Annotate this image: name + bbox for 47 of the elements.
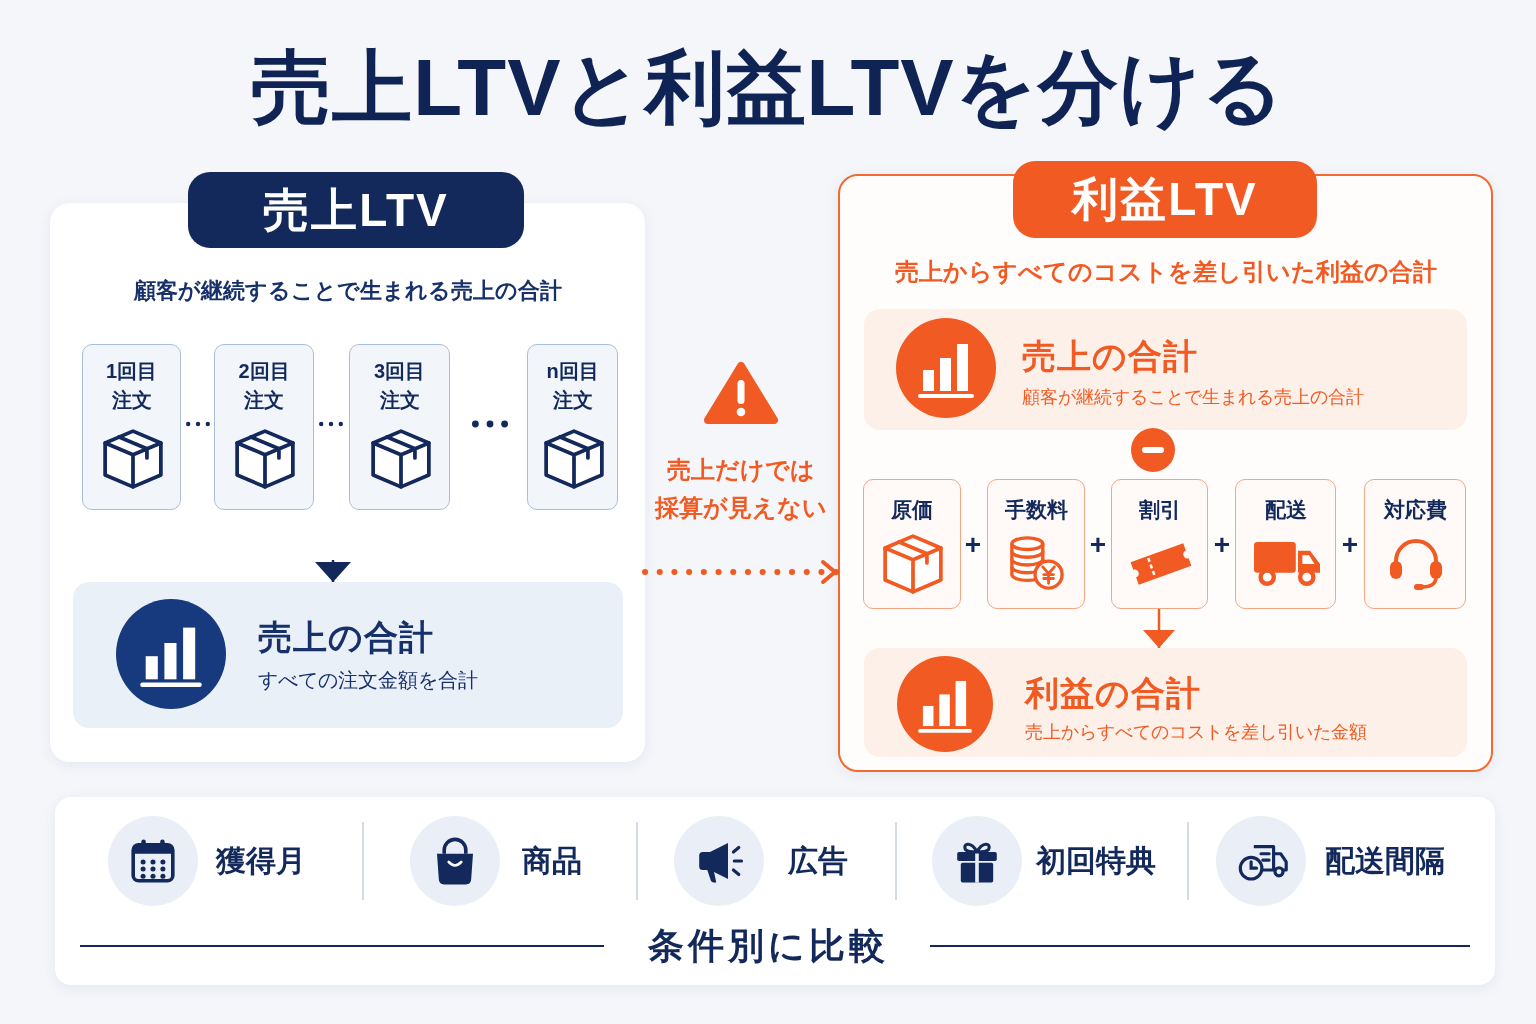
total-panel xyxy=(73,582,623,728)
plus-sign: + xyxy=(1213,529,1231,561)
edge-label: 売上だけでは採算が見えない xyxy=(655,455,827,523)
order-label: 3回目注文 xyxy=(372,359,427,413)
section-heading: 条件別に比較 xyxy=(647,924,889,968)
condition-label: 広告 xyxy=(788,843,848,879)
total-heading: 利益の合計 xyxy=(1025,673,1201,714)
total-description: 顧客が継続することで生まれる売上の合計 xyxy=(1022,386,1364,409)
diagram-title: 売上LTVと利益LTVを分ける xyxy=(251,42,1285,134)
dotted-arrow xyxy=(642,560,841,584)
cost-label: 配送 xyxy=(1264,497,1307,523)
panel-title-tab: 利益LTV xyxy=(1013,161,1317,238)
order-card xyxy=(349,344,450,510)
cost-label: 割引 xyxy=(1138,497,1181,523)
panel-subtitle: 顧客が継続することで生まれる売上の合計 xyxy=(133,277,562,305)
order-label: 2回目注文 xyxy=(237,359,291,413)
total-panel xyxy=(864,309,1467,430)
cost-label: 対応費 xyxy=(1383,497,1447,523)
cost-card xyxy=(1235,479,1336,609)
plus-sign: + xyxy=(1089,529,1107,561)
cost-card xyxy=(987,479,1085,609)
order-card xyxy=(527,344,618,510)
total-description: 売上からすべてのコストを差し引いた金額 xyxy=(1025,721,1367,744)
cost-label: 手数料 xyxy=(1004,497,1068,523)
conditions-panel xyxy=(55,797,1495,985)
order-label: n回目注文 xyxy=(545,359,600,413)
total-heading: 売上の合計 xyxy=(258,617,434,658)
total-description: すべての注文金額を合計 xyxy=(258,668,478,693)
order-label: 1回目注文 xyxy=(104,359,159,413)
cost-card xyxy=(1364,479,1466,609)
cost-card xyxy=(863,479,961,609)
order-card xyxy=(82,344,181,510)
total-panel xyxy=(864,648,1467,757)
condition-label: 獲得月 xyxy=(216,843,306,879)
condition-label: 配送間隔 xyxy=(1325,843,1445,879)
arrow xyxy=(315,560,351,582)
total-heading: 売上の合計 xyxy=(1022,336,1198,377)
plus-sign: + xyxy=(1341,529,1359,561)
panel-title-tab: 売上LTV xyxy=(188,172,524,248)
cost-label: 原価 xyxy=(891,497,933,523)
plus-sign: + xyxy=(964,529,982,561)
cost-card xyxy=(1111,479,1208,609)
order-card xyxy=(214,344,314,510)
condition-label: 初回特典 xyxy=(1036,843,1156,879)
condition-label: 商品 xyxy=(522,843,582,879)
panel-subtitle: 売上からすべてのコストを差し引いた利益の合計 xyxy=(894,257,1437,287)
arrow xyxy=(1143,609,1175,648)
